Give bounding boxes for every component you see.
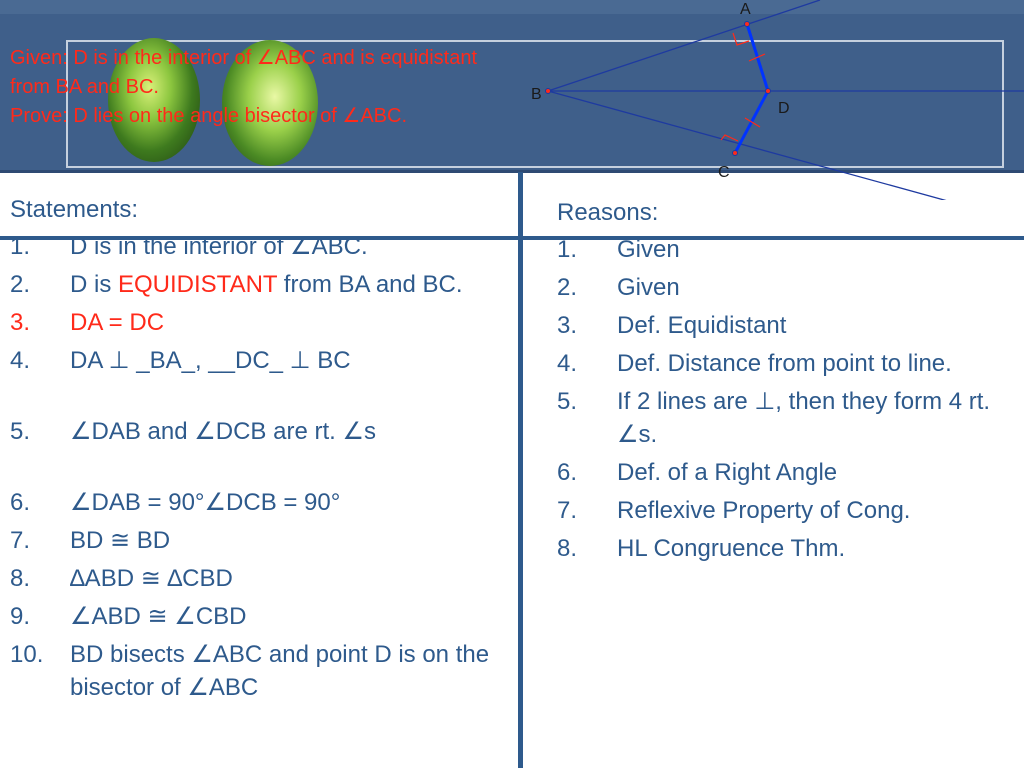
statements-heading: Statements: <box>10 196 139 223</box>
statement-text: DA ⊥ _BA_, __DC_ ⊥ BC <box>70 347 351 374</box>
tick-dc <box>744 117 761 128</box>
statement-text: ∠ABD ≅ ∠CBD <box>70 603 247 630</box>
statement-item: 2. D is EQUIDISTANT from BA and BC. <box>10 268 510 301</box>
reason-item: 4. Def. Distance from point to line. <box>557 347 997 380</box>
banner-frame <box>66 40 1004 168</box>
statement-text: ∠DAB and ∠DCB are rt. ∠s <box>70 418 376 445</box>
statement-number: 3. <box>10 309 31 336</box>
label-d: D <box>778 100 790 117</box>
reason-item: 8. HL Congruence Thm. <box>557 532 997 565</box>
reason-item: 2. Given <box>557 271 997 304</box>
point-d <box>765 88 771 94</box>
label-c: C <box>718 164 730 181</box>
tick-ad <box>748 53 766 62</box>
label-a: A <box>740 1 751 18</box>
statement-text: ∆ABD ≅ ∆CBD <box>70 565 233 592</box>
prove-line: Prove: D lies on the angle bisector of ∠… <box>10 105 408 127</box>
statement-number: 2. <box>10 271 31 298</box>
reason-number: 2. <box>557 274 578 301</box>
statement-text: ∠DAB = 90°∠DCB = 90° <box>70 489 341 516</box>
statements-column: Statements: 1. D is in the interior of ∠A… <box>10 195 510 709</box>
statement-text-before: D is <box>70 271 118 298</box>
reason-number: 5. <box>557 388 578 415</box>
point-c <box>732 150 738 156</box>
statement-text: BD ≅ BD <box>70 527 171 554</box>
statement-number: 10. <box>10 641 44 668</box>
title-banner <box>0 0 1024 173</box>
statement-item: 3. DA = DC <box>10 306 510 339</box>
reason-number: 4. <box>557 350 578 377</box>
banner-bottom-rule <box>0 170 1024 173</box>
right-angle-mark-c <box>720 134 739 142</box>
ray-bc <box>547 90 947 200</box>
reasons-column: Reasons: 1. Given 2. Given 3. Def. Equidist… <box>557 198 997 570</box>
point-a <box>744 21 750 27</box>
table-header-rule <box>0 236 1024 240</box>
reason-text: Def. Distance from point to line. <box>617 350 952 377</box>
statement-item: 7. BD ≅ BD <box>10 524 510 557</box>
reason-item: 5. If 2 lines are ⊥, then they form 4 rt.… <box>557 385 997 451</box>
reason-text: Def. Equidistant <box>617 312 787 339</box>
leaf-image-2 <box>222 40 318 166</box>
statement-item: 4. DA ⊥ _BA_, __DC_ ⊥ BC <box>10 344 510 377</box>
reason-item: 3. Def. Equidistant <box>557 309 997 342</box>
statement-item: 1. D is in the interior of ∠ABC. <box>10 230 510 263</box>
statement-number: 5. <box>10 418 31 445</box>
reason-text: Given <box>617 274 680 301</box>
label-b: B <box>531 86 542 103</box>
given-prove-text: Given: D is in the interior of ∠ABC and … <box>10 44 510 131</box>
reason-number: 1. <box>557 236 578 263</box>
reasons-heading: Reasons: <box>557 199 659 226</box>
statement-text: DA = DC <box>70 309 165 336</box>
right-angle-mark-a <box>732 32 750 46</box>
statement-number: 7. <box>10 527 31 554</box>
leaf-image-1 <box>108 38 200 162</box>
reason-text: Def. of a Right Angle <box>617 459 838 486</box>
statement-text: D is in the interior of ∠ABC. <box>70 233 368 260</box>
statement-item: 6. ∠DAB = 90°∠DCB = 90° <box>10 486 510 519</box>
statement-text-after: from BA and BC. <box>277 271 463 298</box>
statement-number: 1. <box>10 233 31 260</box>
reason-text: If 2 lines are ⊥, then they form 4 rt. ∠… <box>617 388 991 448</box>
statement-number: 4. <box>10 347 31 374</box>
banner-top-band <box>0 0 1024 14</box>
statement-number: 9. <box>10 603 31 630</box>
spacer <box>10 453 510 486</box>
reason-number: 6. <box>557 459 578 486</box>
reason-number: 3. <box>557 312 578 339</box>
statement-highlight: EQUIDISTANT <box>118 271 278 298</box>
reason-number: 7. <box>557 497 578 524</box>
angle-diagram: A B C D <box>531 0 1024 200</box>
statement-number: 6. <box>10 489 31 516</box>
statement-number: 8. <box>10 565 31 592</box>
given-line: Given: D is in the interior of ∠ABC and … <box>10 47 478 98</box>
reason-item: 6. Def. of a Right Angle <box>557 456 997 489</box>
statement-item: 10. BD bisects ∠ABC and point D is on the… <box>10 638 510 704</box>
reason-number: 8. <box>557 535 578 562</box>
reason-item: 7. Reflexive Property of Cong. <box>557 494 997 527</box>
statement-item: 8. ∆ABD ≅ ∆CBD <box>10 562 510 595</box>
point-b <box>545 88 551 94</box>
reason-item: 1. Given <box>557 233 997 266</box>
statement-item: 9. ∠ABD ≅ ∠CBD <box>10 600 510 633</box>
statement-text: BD bisects ∠ABC and point D is on the bi… <box>70 641 490 701</box>
reason-text: Given <box>617 236 680 263</box>
spacer <box>10 382 510 415</box>
reason-text: Reflexive Property of Cong. <box>617 497 911 524</box>
ray-ba <box>547 0 821 92</box>
reason-text: HL Congruence Thm. <box>617 535 846 562</box>
column-divider <box>518 172 523 768</box>
statement-item: 5. ∠DAB and ∠DCB are rt. ∠s <box>10 415 510 448</box>
